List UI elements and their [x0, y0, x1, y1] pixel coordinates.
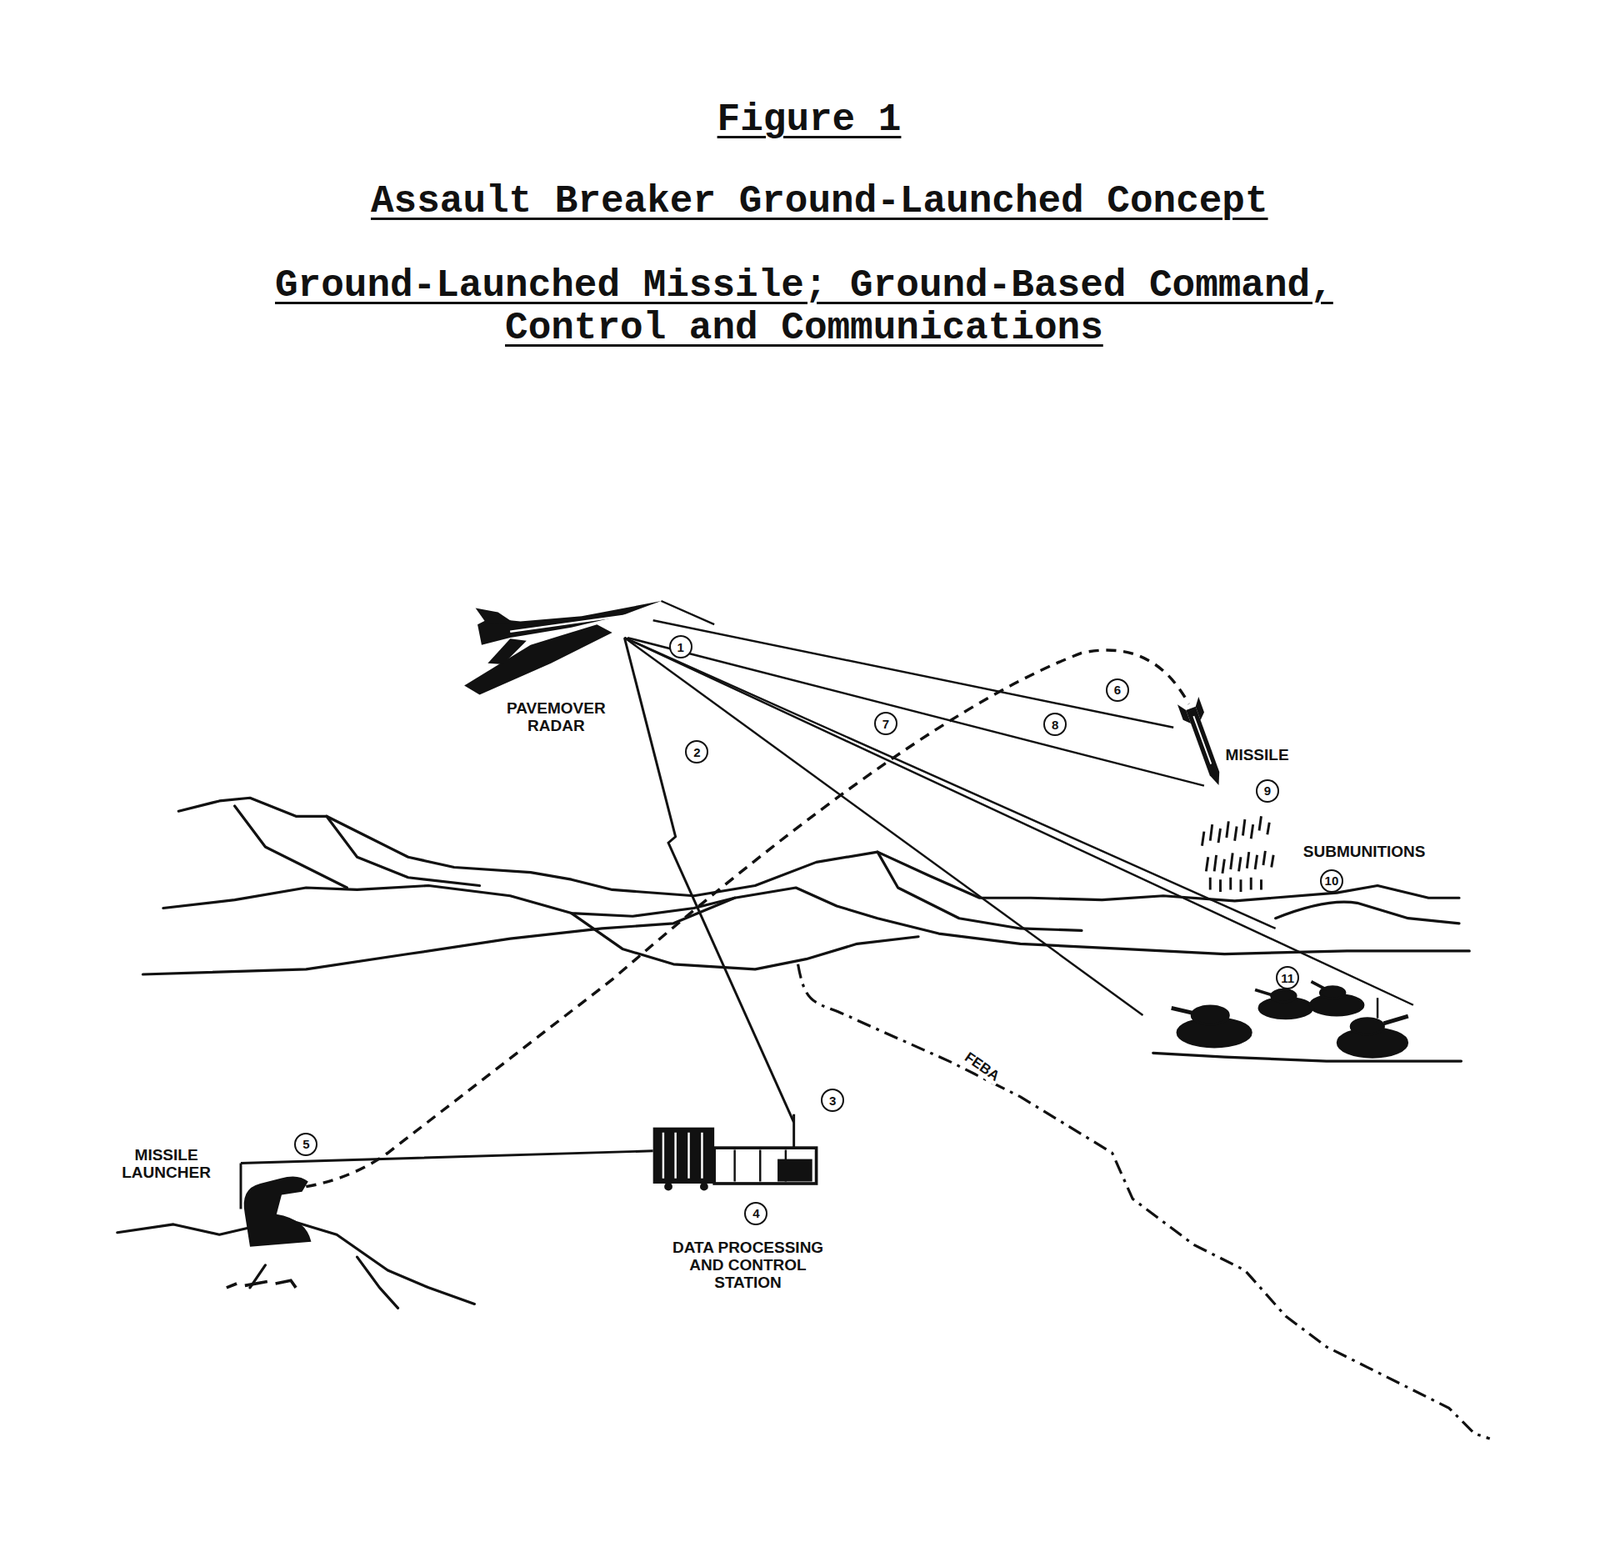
callout-number-holder: 6	[1105, 678, 1130, 702]
callout-number-holder: 9	[1255, 779, 1280, 803]
launcher	[226, 1175, 312, 1287]
missile-trajectory	[305, 650, 1189, 1187]
callout-number-holder: 4	[744, 1201, 768, 1225]
callout-number: 2	[685, 740, 709, 764]
callout-number-holder: 3	[820, 1088, 845, 1112]
part-name-holder: PAVEMOVER RADAR	[491, 700, 620, 735]
part-name: MISSILE	[1224, 746, 1291, 765]
callout-number-holder: 8	[1043, 712, 1067, 736]
callout-number: 8	[1043, 712, 1067, 736]
callout-number: 4	[744, 1201, 768, 1225]
part-name-holder: MISSILE LAUNCHER	[110, 1146, 223, 1182]
callout-number: 5	[294, 1132, 318, 1156]
callout-number-holder: 2	[685, 740, 709, 764]
title: Assault Breaker Ground-Launched Concept	[370, 180, 1269, 224]
line-label: FEBA	[959, 1048, 1005, 1086]
terrain	[117, 797, 1470, 1308]
line-label-holder: FEBA	[960, 1059, 1004, 1075]
control-station	[653, 1127, 817, 1191]
feba-line	[798, 964, 1490, 1439]
part-name: DATA PROCESSING AND CONTROL STATION	[665, 1239, 831, 1292]
datalink-line	[624, 637, 794, 1122]
callout-number-holder: 1	[669, 635, 693, 659]
part-name-holder: SUBMUNITIONS	[1301, 843, 1428, 861]
figure-number: Figure 1	[717, 99, 902, 142]
callout-number: 1	[669, 635, 693, 659]
subtitle: Ground-Launched Missile; Ground-Based Co…	[220, 265, 1388, 350]
part-name-holder: MISSILE	[1224, 746, 1291, 765]
callout-number: 11	[1275, 965, 1300, 990]
callout-number: 6	[1105, 678, 1130, 702]
callout-number: 9	[1255, 779, 1280, 803]
subtitle-holder: Ground-Launched Missile; Ground-Based Co…	[220, 265, 1388, 350]
part-name: PAVEMOVER RADAR	[491, 700, 620, 735]
radar-beams	[624, 620, 1414, 1015]
aircraft	[464, 600, 715, 695]
missile-symbol	[1177, 696, 1230, 789]
callout-number-holder: 10	[1320, 869, 1344, 893]
figure-number-holder: Figure 1	[717, 99, 902, 142]
tanks	[1171, 981, 1409, 1058]
callout-number-holder: 5	[294, 1132, 318, 1156]
title-holder: Assault Breaker Ground-Launched Concept	[370, 180, 1269, 224]
submunitions	[1201, 815, 1274, 892]
part-name: SUBMUNITIONS	[1301, 843, 1428, 861]
callout-number-holder: 11	[1275, 965, 1300, 990]
part-name: MISSILE LAUNCHER	[110, 1146, 223, 1182]
callout-number: 10	[1320, 869, 1344, 893]
part-name-holder: DATA PROCESSING AND CONTROL STATION	[665, 1239, 831, 1292]
callout-number: 3	[820, 1088, 845, 1112]
callout-number: 7	[874, 711, 898, 735]
callout-number-holder: 7	[874, 711, 898, 735]
